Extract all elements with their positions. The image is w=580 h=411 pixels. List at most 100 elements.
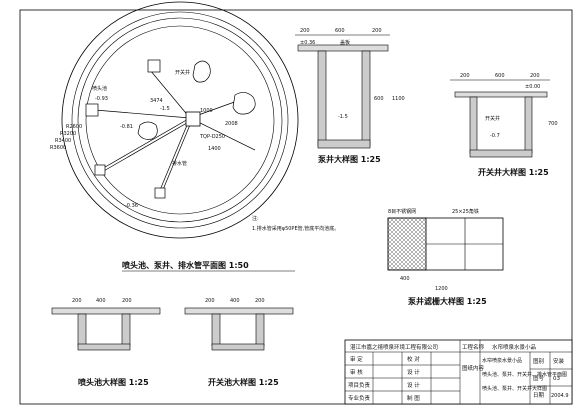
pump-dim-2: 600 bbox=[335, 28, 345, 34]
jet-pit bbox=[147, 59, 161, 73]
floor bbox=[77, 343, 131, 351]
dim-3: 2008 bbox=[225, 121, 238, 127]
switch-sec-dim-1: 200 bbox=[205, 298, 215, 304]
rock-shape bbox=[232, 92, 256, 115]
elev-1: -0.93 bbox=[95, 96, 108, 102]
ring-circle-2 bbox=[71, 11, 289, 229]
elev-4: -1.5 bbox=[160, 106, 170, 112]
pipe-line bbox=[149, 69, 191, 119]
label-jet-pool: 喷头池 bbox=[92, 85, 107, 92]
wall-left bbox=[211, 313, 221, 347]
well-floor bbox=[317, 139, 371, 149]
switch-well-title: 开关井大样图 1:25 bbox=[478, 167, 549, 177]
tb-r3c1: 项目负责 bbox=[348, 381, 371, 389]
label-pump: TQP-D250 bbox=[199, 134, 225, 140]
pump-well-title: 泵井大样图 1:25 bbox=[318, 154, 381, 164]
tb-r4c2: 制 图 bbox=[407, 394, 420, 402]
wall-right bbox=[121, 313, 131, 347]
filter-detail: 8目不锈钢网 25×25角铁 400 1200 泵井滤栅大样图 1:25 bbox=[387, 208, 504, 306]
radius-4: R3600 bbox=[50, 145, 66, 151]
filter-dim-2: 1200 bbox=[435, 286, 448, 292]
wall-right bbox=[255, 313, 265, 347]
note-text: 1.排水管采用φ50PE管,管底平向池底。 bbox=[252, 225, 339, 232]
title-block: 湛江市嘉之禧喷泉环境工程有限公司 工程名称 水帘喷泉水景小品 审 定 校 对 审… bbox=[344, 339, 573, 405]
rock-shape bbox=[192, 60, 211, 83]
slab-top bbox=[297, 44, 389, 52]
jet-dim-3: 200 bbox=[122, 298, 132, 304]
pipe-line bbox=[159, 117, 191, 191]
filter-label-right: 25×25角铁 bbox=[452, 208, 479, 215]
dim-4: 1400 bbox=[208, 146, 221, 152]
jet-pool-section: 200 400 200 喷头池大样图 1:25 bbox=[51, 298, 161, 387]
tb-drawing-name2: 喷头池、泵井、开关井大样图 bbox=[482, 385, 547, 392]
switch-dim-3: 200 bbox=[530, 73, 540, 79]
pump-pit bbox=[185, 111, 201, 127]
ring-circle-4 bbox=[85, 25, 275, 215]
filter-title: 泵井滤栅大样图 1:25 bbox=[408, 296, 487, 306]
tb-r3c2: 设 计 bbox=[407, 381, 420, 389]
elev-2: -0.81 bbox=[120, 124, 133, 130]
tb-drawing-name: 喷头池、泵井、开关井、排水管平面图 bbox=[482, 371, 567, 378]
label-switch-well: 开关井 bbox=[175, 69, 190, 76]
pipe-line bbox=[99, 117, 191, 171]
switch-dim-1: 200 bbox=[460, 73, 470, 79]
pump-elev-bottom: -1.5 bbox=[338, 114, 348, 120]
tb-sub-label: 水帘喷泉水景小品 bbox=[482, 357, 522, 364]
tb-r1c2: 校 对 bbox=[407, 355, 420, 363]
jet-pit bbox=[94, 164, 106, 176]
pipe-line bbox=[101, 119, 193, 173]
floor bbox=[211, 343, 265, 351]
jet-dim-1: 200 bbox=[72, 298, 82, 304]
pipe-line bbox=[161, 119, 193, 193]
pipe-line bbox=[94, 109, 191, 119]
tb-r1c1: 审 定 bbox=[350, 355, 363, 363]
radius-1: R2600 bbox=[66, 124, 82, 130]
pump-well-detail: ±0.36 盖板 -1.5 600 200 600 200 1100 泵井大样图… bbox=[295, 28, 405, 164]
mesh-panel bbox=[387, 217, 427, 271]
tb-drawing-label: 图纸内容 bbox=[462, 364, 485, 372]
dim-1: 3474 bbox=[150, 98, 163, 104]
jet-dim-2: 400 bbox=[96, 298, 106, 304]
note-title: 注: bbox=[252, 215, 259, 222]
sheet-border bbox=[19, 9, 573, 405]
switch-well-detail: ±0.00 -0.7 开关井 200 600 200 700 开关井大样图 1:… bbox=[450, 73, 558, 177]
tb-meta-value-1: 安装 bbox=[553, 357, 565, 365]
tb-project-label: 工程名称 bbox=[462, 343, 485, 351]
filter-dim-1: 400 bbox=[400, 276, 410, 282]
title-block-frame bbox=[344, 339, 573, 405]
radius-3: R3400 bbox=[55, 138, 71, 144]
switch-dim-2: 600 bbox=[495, 73, 505, 79]
tb-company: 湛江市嘉之禧喷泉环境工程有限公司 bbox=[350, 343, 438, 351]
tb-meta-label-2: 图号 bbox=[533, 374, 545, 382]
slab bbox=[51, 307, 161, 315]
slab bbox=[184, 307, 294, 315]
well-wall-left bbox=[469, 96, 478, 154]
well-wall-left bbox=[317, 50, 327, 147]
switch-elev-bottom: -0.7 bbox=[490, 133, 500, 139]
plan-view: 喷头池 开关井 TQP-D250 排水管 -0.93 -0.81 -0.36 -… bbox=[50, 1, 339, 272]
elev-3: -0.36 bbox=[125, 203, 138, 209]
radius-2: R3200 bbox=[60, 131, 76, 137]
switch-dim-4: 700 bbox=[548, 121, 558, 127]
switch-sec-dim-2: 400 bbox=[230, 298, 240, 304]
jet-pit bbox=[154, 187, 166, 199]
switch-label: 开关井 bbox=[485, 115, 500, 122]
pump-dim-3: 200 bbox=[372, 28, 382, 34]
ring-circle-3 bbox=[77, 17, 283, 223]
switch-pool-section: 200 400 200 开关池大样图 1:25 bbox=[184, 298, 294, 387]
tb-meta-label-3: 日期 bbox=[533, 392, 545, 399]
well-wall-right bbox=[361, 50, 371, 147]
tb-meta-value-3: 2004.9 bbox=[551, 393, 569, 399]
tb-r4c1: 专业负责 bbox=[348, 394, 371, 402]
rock-shape bbox=[137, 121, 158, 140]
filter-label-left: 8目不锈钢网 bbox=[388, 208, 416, 215]
wall-left bbox=[77, 313, 87, 347]
pump-label-side: 600 bbox=[374, 96, 384, 102]
plan-title: 喷头池、泵井、排水管平面图 1:50 bbox=[122, 260, 249, 270]
jet-pool-title: 喷头池大样图 1:25 bbox=[78, 377, 149, 387]
pipe-line bbox=[189, 117, 256, 151]
pump-label-top: 盖板 bbox=[340, 39, 350, 46]
switch-sec-dim-3: 200 bbox=[255, 298, 265, 304]
